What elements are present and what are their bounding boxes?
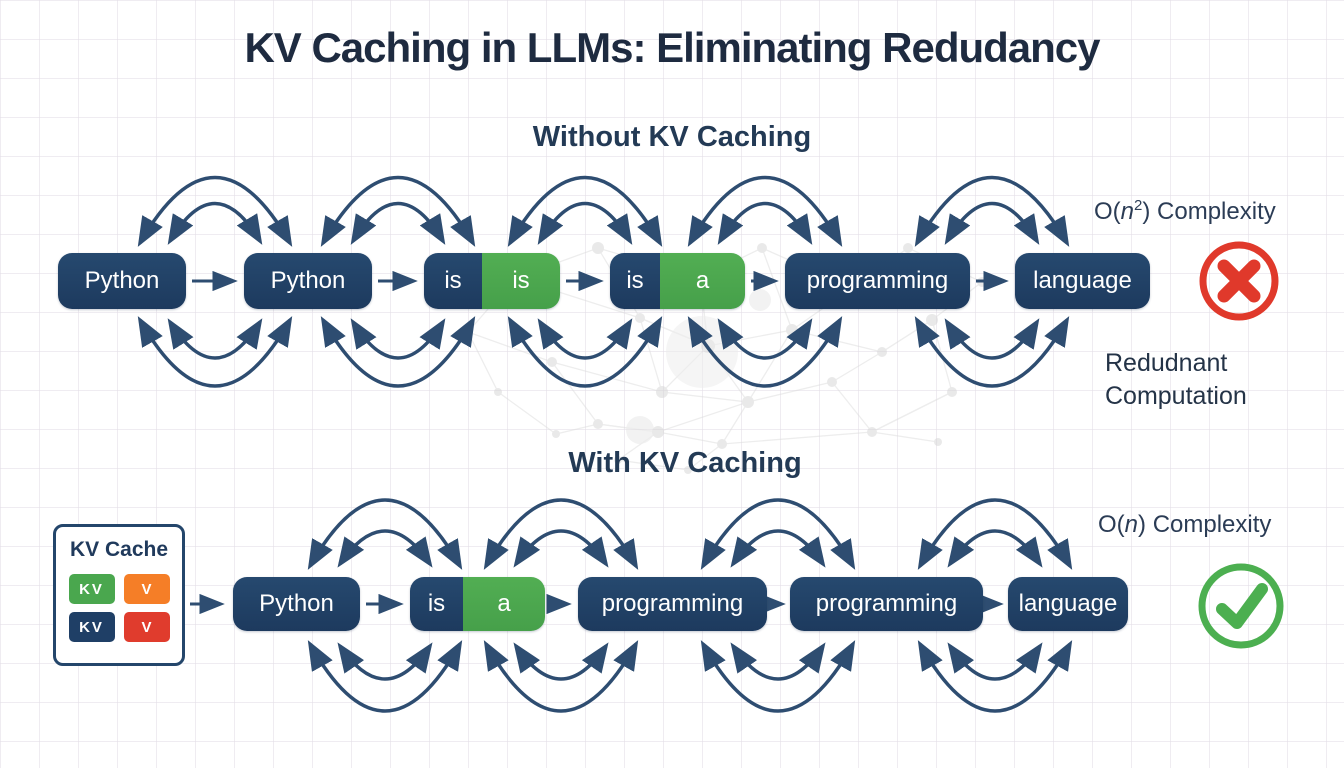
token-is-a: is a: [410, 577, 545, 631]
complexity-label-with: O(n) Complexity: [1098, 511, 1272, 538]
token-label: programming: [601, 590, 744, 617]
kv-chip-navy: KV: [68, 612, 115, 642]
token-label: Python: [270, 267, 346, 294]
token-label: Python: [84, 267, 160, 294]
kv-cache-title: KV Cache: [69, 538, 169, 561]
v-chip-orange: V: [123, 574, 170, 604]
token-label: Python: [259, 590, 334, 617]
token-programming-1: programming: [578, 577, 767, 631]
v-chip-red: V: [123, 612, 170, 642]
kv-chip-green: KV: [68, 574, 115, 604]
token-label: programming: [815, 590, 958, 617]
section-heading-without: Without KV Caching: [532, 121, 812, 153]
token-label: programming: [806, 267, 949, 294]
token-language: language: [1015, 253, 1150, 309]
token-python: Python: [233, 577, 360, 631]
token-label-cached: is: [410, 577, 463, 631]
token-label-new: is: [482, 253, 560, 309]
token-label-cached: is: [424, 253, 482, 309]
x-circle-icon: [1196, 238, 1282, 329]
token-label-new: a: [463, 577, 545, 631]
check-circle-icon: [1196, 561, 1286, 656]
token-label-cached: is: [610, 253, 660, 309]
token-programming-2: programming: [790, 577, 983, 631]
kv-cache-box: KV Cache KV V KV V: [53, 524, 185, 666]
page-title: KV Caching in LLMs: Eliminating Redudanc…: [244, 24, 1100, 71]
token-python-1: Python: [58, 253, 186, 309]
token-is-is: is is: [424, 253, 560, 309]
redundant-computation-note: Redudnant Computation: [1105, 349, 1247, 410]
token-language: language: [1008, 577, 1128, 631]
token-python-2: Python: [244, 253, 372, 309]
token-is-a: is a: [610, 253, 745, 309]
token-label: language: [1018, 590, 1118, 617]
section-heading-with: With KV Caching: [568, 447, 802, 479]
kv-cache-chip-grid: KV V KV V: [68, 574, 170, 642]
token-label: language: [1033, 267, 1132, 294]
token-programming: programming: [785, 253, 970, 309]
token-label-new: a: [660, 253, 745, 309]
complexity-label-without: O(n2) Complexity: [1094, 197, 1276, 225]
